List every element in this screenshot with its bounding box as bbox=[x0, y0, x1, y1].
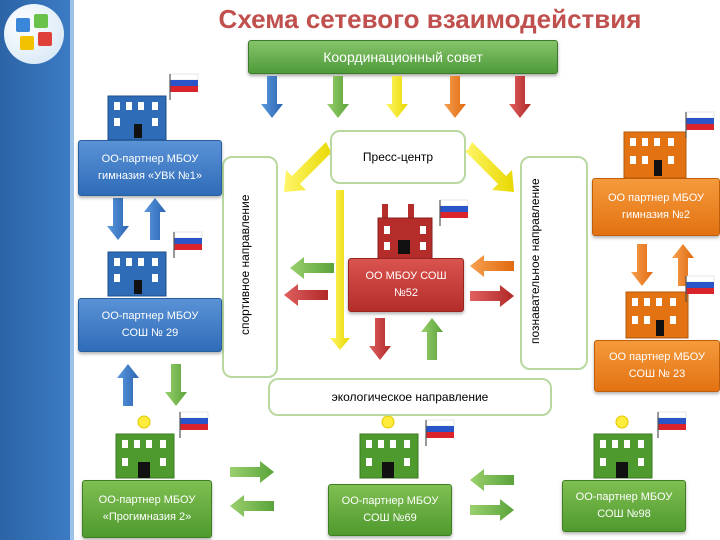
center-school-box: ОО МБОУ СОШ №52 bbox=[348, 258, 464, 312]
arrow-from-cognitive-orange bbox=[470, 255, 514, 277]
flag-sosh23-icon bbox=[685, 275, 715, 303]
council-arrow-yellow bbox=[386, 76, 408, 118]
coordination-council: Координационный совет bbox=[248, 40, 558, 74]
partner-sosh69-label: ОО-партнер МБОУ СОШ №69 bbox=[341, 494, 439, 524]
partner-sosh69-box: ОО-партнер МБОУ СОШ №69 bbox=[328, 484, 452, 536]
center-school-label: ОО МБОУ СОШ №52 bbox=[365, 269, 447, 299]
cognitive-direction-label: познавательное направление bbox=[528, 178, 542, 344]
gymn2-arrow-down bbox=[631, 244, 653, 286]
building-sosh98-icon bbox=[593, 415, 653, 479]
partner-sosh98-label: ОО-партнер МБОУ СОШ №98 bbox=[575, 490, 673, 520]
uvk-arrow-up bbox=[144, 198, 166, 240]
partner-uvk1-box: ОО-партнер МБОУ гимназия «УВК №1» bbox=[78, 140, 222, 196]
uvk-arrow-down bbox=[107, 198, 129, 240]
partner-sosh98-box: ОО-партнер МБОУ СОШ №98 bbox=[562, 480, 686, 532]
flag-gymn2-icon bbox=[685, 111, 715, 139]
council-arrow-red bbox=[509, 76, 531, 118]
sport-direction-label: спортивное направление bbox=[238, 194, 252, 336]
press-arrow-down bbox=[330, 190, 350, 350]
partner-progymn2-box: ОО-партнер МБОУ «Прогимназия 2» bbox=[82, 480, 212, 538]
building-uvk1-icon bbox=[107, 95, 167, 141]
arrow-up-green-eco bbox=[421, 318, 443, 360]
flag-sosh29-icon bbox=[173, 231, 203, 259]
building-gymn2-icon bbox=[623, 131, 687, 179]
cognitive-direction-frame bbox=[520, 156, 588, 370]
partner-uvk1-label: ОО-партнер МБОУ гимназия «УВК №1» bbox=[98, 152, 202, 182]
partner-gymn2-box: ОО партнер МБОУ гимназия №2 bbox=[592, 178, 720, 236]
arrow-to-sport-red bbox=[284, 284, 328, 306]
partner-sosh29-box: ОО-партнер МБОУ СОШ № 29 bbox=[78, 298, 222, 352]
sosh29-arrow-up bbox=[117, 364, 139, 406]
council-arrow-green bbox=[327, 76, 349, 118]
flag-uvk1-icon bbox=[169, 73, 199, 101]
left-sidebar-band bbox=[0, 0, 70, 540]
ecology-direction-frame: экологическое направление bbox=[268, 378, 552, 416]
flag-progymn2-icon bbox=[179, 411, 209, 439]
sosh69-arrow-right bbox=[470, 499, 514, 521]
building-sosh23-icon bbox=[625, 291, 689, 339]
flag-sosh69-icon bbox=[425, 419, 455, 447]
council-arrow-orange bbox=[444, 76, 466, 118]
ecology-direction-label: экологическое направление bbox=[331, 390, 489, 404]
sosh29-arrow-down bbox=[165, 364, 187, 406]
flag-center-icon bbox=[439, 199, 469, 227]
building-center-icon bbox=[377, 204, 433, 261]
press-center-label: Пресс-центр bbox=[362, 150, 434, 164]
press-arrow-right bbox=[464, 142, 514, 192]
partner-gymn2-label: ОО партнер МБОУ гимназия №2 bbox=[607, 191, 705, 221]
press-arrow-left bbox=[284, 142, 334, 192]
progymn-arrow-left bbox=[230, 495, 274, 517]
partner-progymn2-label: ОО-партнер МБОУ «Прогимназия 2» bbox=[98, 493, 196, 523]
flag-sosh98-icon bbox=[657, 411, 687, 439]
slide-title: Схема сетевого взаимодействия bbox=[218, 4, 642, 34]
sport-direction-frame bbox=[222, 156, 278, 378]
partner-sosh29-label: ОО-партнер МБОУ СОШ № 29 bbox=[101, 309, 199, 339]
building-sosh69-icon bbox=[359, 415, 419, 479]
partner-sosh23-label: ОО партнер МБОУ СОШ № 23 bbox=[608, 350, 706, 380]
building-sosh29-icon bbox=[107, 251, 167, 297]
press-center: Пресс-центр bbox=[330, 130, 466, 184]
arrow-to-cognitive-red bbox=[470, 285, 514, 307]
puzzle-logo-icon bbox=[4, 4, 64, 64]
building-progymn2-icon bbox=[115, 415, 175, 479]
sidebar-divider bbox=[70, 0, 74, 540]
arrow-to-sport-green bbox=[290, 257, 334, 279]
progymn-arrow-right bbox=[230, 461, 274, 483]
arrow-down-red-eco bbox=[369, 318, 391, 360]
partner-sosh23-box: ОО партнер МБОУ СОШ № 23 bbox=[594, 340, 720, 392]
sosh69-arrow-left bbox=[470, 469, 514, 491]
council-arrow-blue bbox=[261, 76, 283, 118]
